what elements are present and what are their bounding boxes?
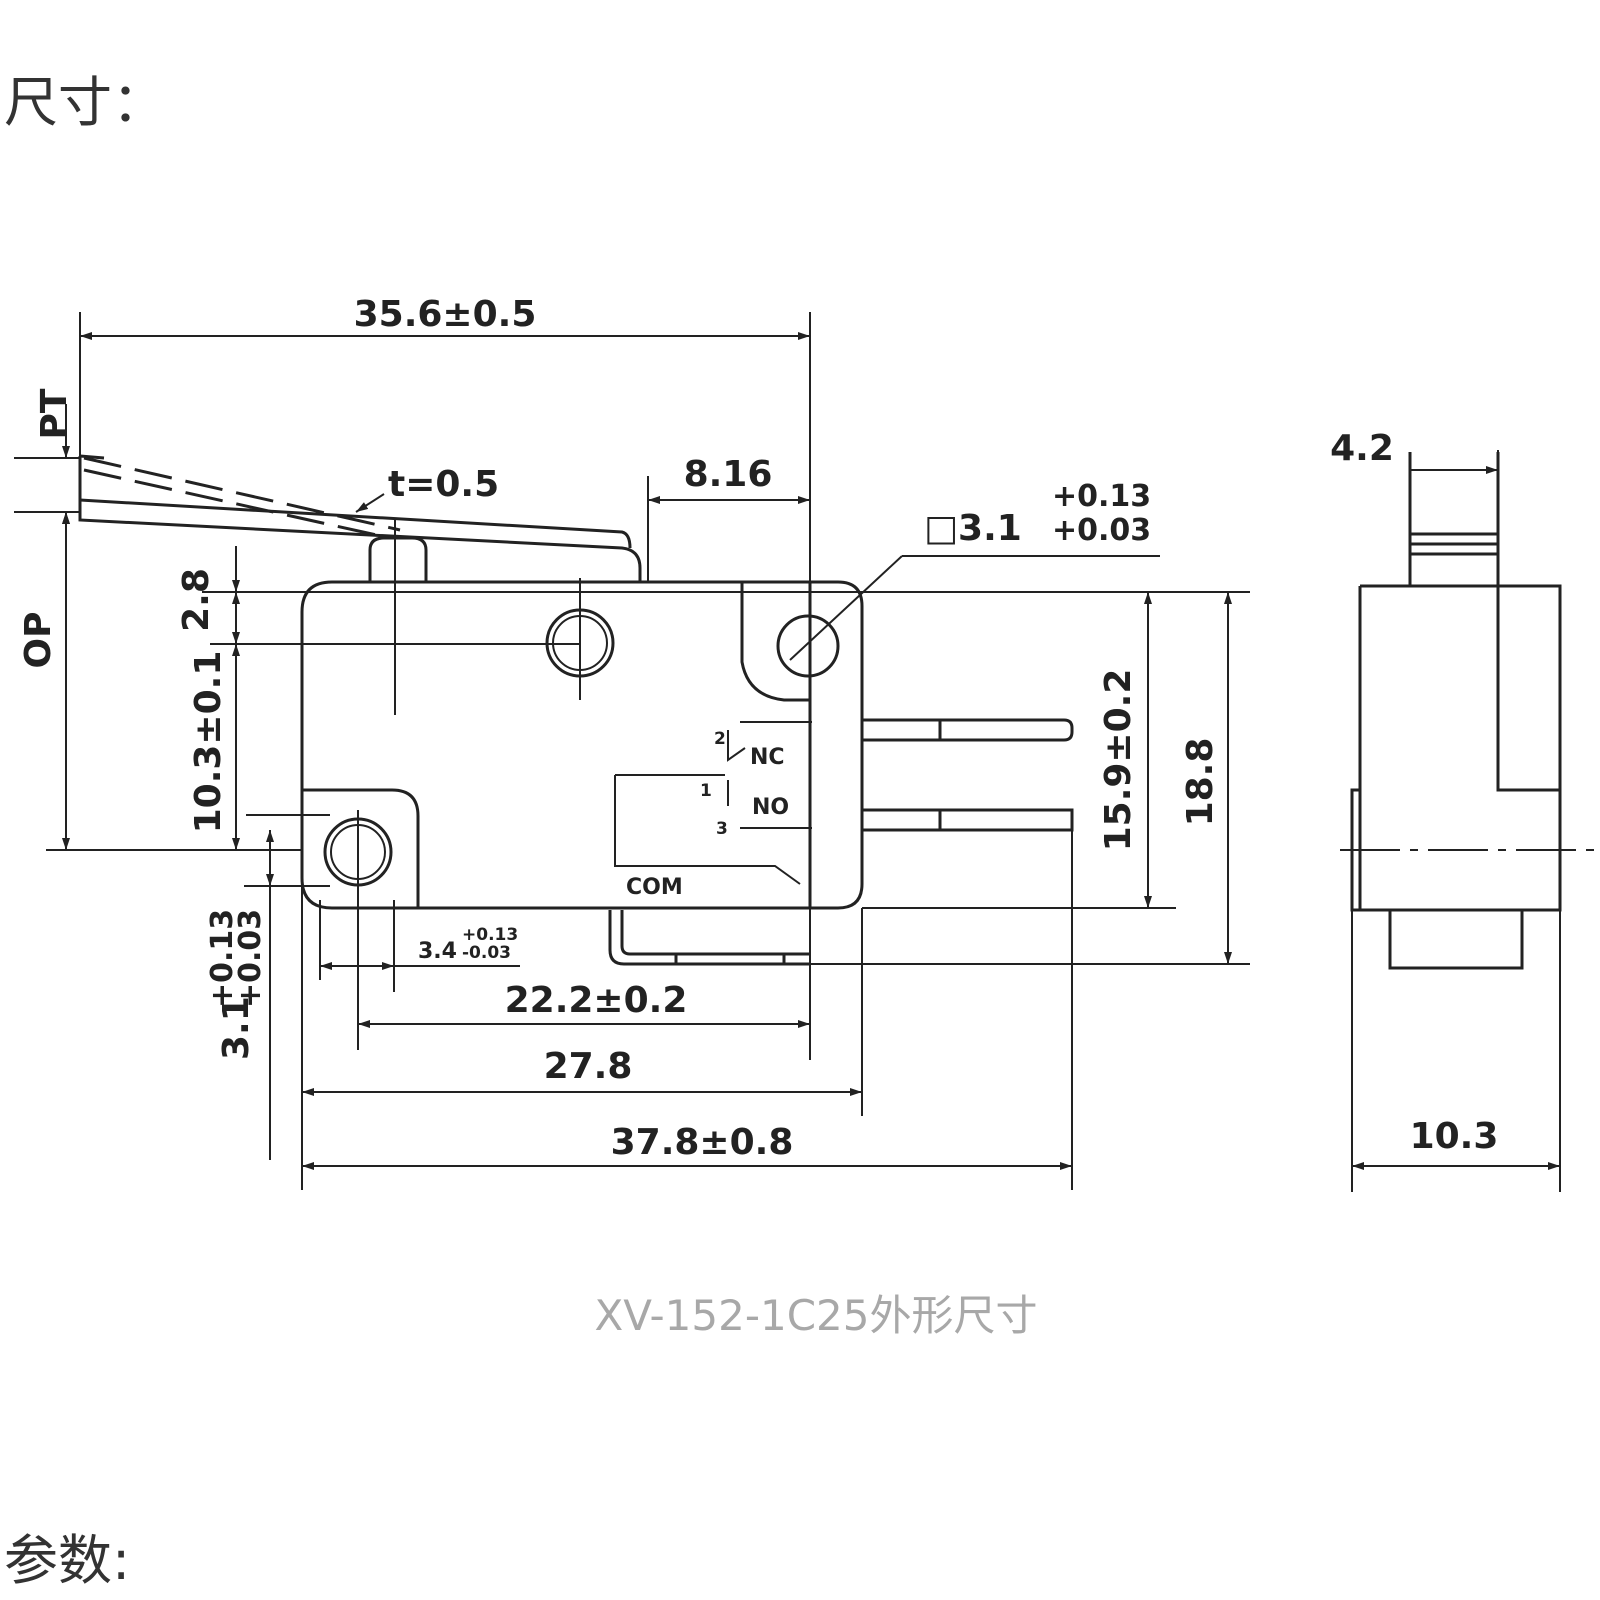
square-hole xyxy=(776,614,840,678)
terminal-com xyxy=(608,910,810,966)
dim-hole-dia-v-minus: +0.03 xyxy=(233,909,268,1008)
front-dimensions: 35.6±0.5 8.16 t=0.5 □3.1 +0.13 +0.03 PT … xyxy=(14,294,1250,1190)
dim-op: OP xyxy=(18,612,59,669)
dim-hole-dia-v: 3.1 xyxy=(216,996,257,1060)
pin-3-label: 3 xyxy=(716,819,728,839)
plunger xyxy=(368,536,428,582)
lower-mount-boss xyxy=(302,788,420,908)
size-heading: 尺寸： xyxy=(4,71,166,134)
pin-1-label: 1 xyxy=(700,781,712,801)
dim-terminal-tol-minus: -0.03 xyxy=(462,943,511,963)
dim-body-h: 15.9±0.2 xyxy=(1098,669,1139,852)
dim-side-top: 4.2 xyxy=(1330,428,1394,469)
dim-thickness: t=0.5 xyxy=(388,464,499,505)
nc-label: NC xyxy=(750,745,785,770)
drawing-caption: XV-152-1C25外形尺寸 xyxy=(594,1291,1037,1340)
terminal-no xyxy=(862,808,1074,832)
no-label: NO xyxy=(752,795,789,820)
dim-hole-pitch: 22.2±0.2 xyxy=(505,980,688,1021)
pin-2-label: 2 xyxy=(714,729,726,749)
dim-pt: PT xyxy=(34,388,75,439)
mounting-block xyxy=(740,580,864,910)
side-view: 4.2 10.3 xyxy=(1330,428,1596,1192)
dim-terminal-tol-plus: +0.13 xyxy=(462,925,518,945)
dim-terminal-w: 3.4 xyxy=(418,939,457,964)
dim-hole-tol-plus: +0.13 xyxy=(1052,479,1151,514)
params-heading: 参数: xyxy=(4,1529,131,1592)
dim-overall-lever: 35.6±0.5 xyxy=(354,294,537,335)
dim-plunger-h: 2.8 xyxy=(176,568,217,632)
dim-body-w: 27.8 xyxy=(544,1046,633,1087)
side-body xyxy=(1358,452,1562,912)
terminal-nc xyxy=(862,718,1074,742)
dim-total-h: 18.8 xyxy=(1180,738,1221,827)
dim-lever-offset: 8.16 xyxy=(684,454,773,495)
lever-free-position xyxy=(83,456,401,532)
dim-hole-h: 10.3±0.1 xyxy=(188,651,229,834)
switch-body xyxy=(300,580,812,910)
dim-hole-size: □3.1 xyxy=(924,508,1022,549)
dim-side-w: 10.3 xyxy=(1410,1116,1499,1157)
dim-overall-w: 37.8±0.8 xyxy=(611,1122,794,1163)
lever xyxy=(78,498,642,582)
dim-hole-tol-minus: +0.03 xyxy=(1052,513,1151,548)
dim-hole-dia-v-plus: +0.13 xyxy=(205,909,240,1008)
com-label: COM xyxy=(626,875,683,900)
